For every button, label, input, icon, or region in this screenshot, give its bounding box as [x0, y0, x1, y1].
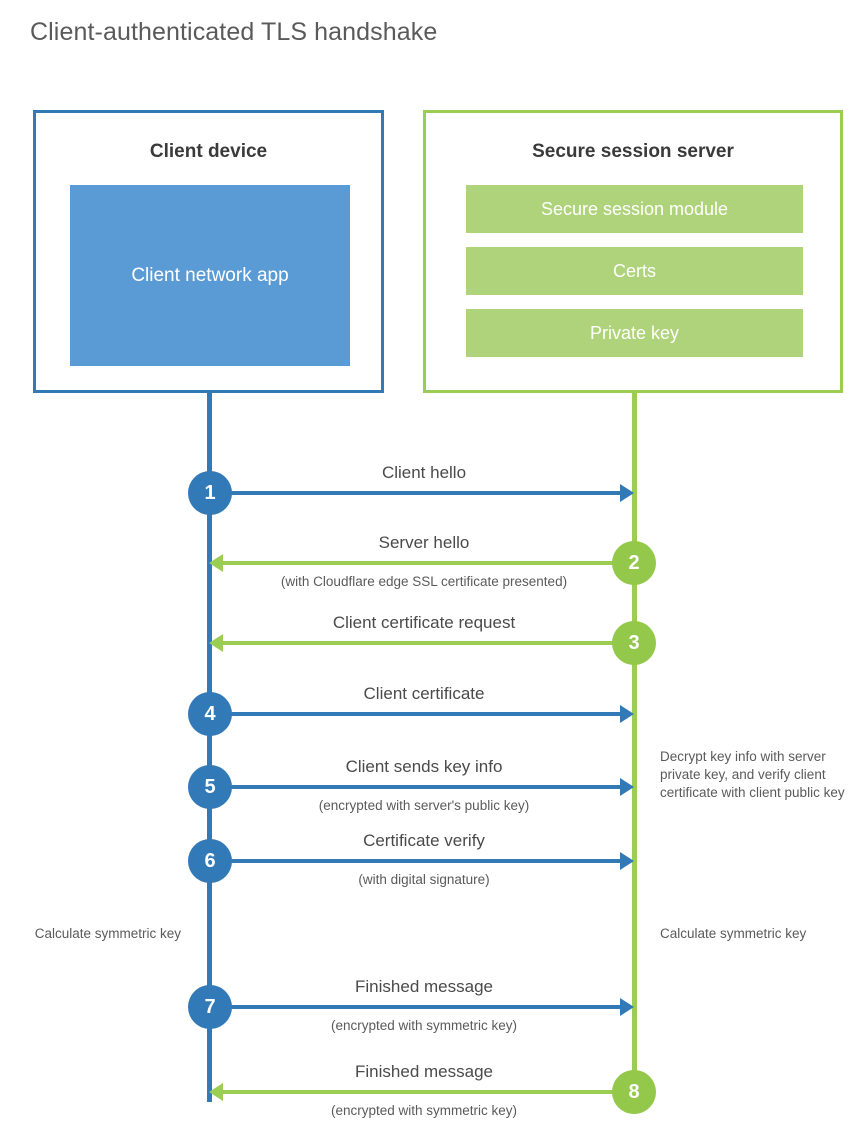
- message-label-4: Client certificate: [363, 684, 485, 703]
- message-label-1: Client hello: [381, 463, 467, 482]
- arrow-line-4: [209, 712, 621, 716]
- arrow-line-2: [222, 561, 634, 565]
- client-device-title: Client device: [149, 141, 268, 162]
- client-device-box: Client device Client network app: [33, 110, 384, 393]
- arrow-head-1: [620, 484, 634, 502]
- message-sublabel-5: (encrypted with server's public key): [318, 798, 530, 813]
- step-badge-6[interactable]: 6: [188, 839, 232, 883]
- arrow-head-4: [620, 705, 634, 723]
- arrow-line-1: [209, 491, 621, 495]
- arrow-line-6: [209, 859, 621, 863]
- message-label-7: Finished message: [355, 977, 493, 996]
- step-badge-8[interactable]: 8: [612, 1070, 656, 1114]
- server-component-list: Secure session module Certs Private key: [466, 185, 803, 371]
- message-label-8: Finished message: [355, 1062, 493, 1081]
- message-sublabel-2: (with Cloudflare edge SSL certificate pr…: [280, 574, 568, 589]
- step-badge-3[interactable]: 3: [612, 621, 656, 665]
- arrow-head-5: [620, 778, 634, 796]
- message-sublabel-8: (encrypted with symmetric key): [330, 1103, 518, 1118]
- secure-session-server-title: Secure session server: [532, 141, 734, 162]
- server-component-certs: Certs: [466, 247, 803, 295]
- message-sublabel-7: (encrypted with symmetric key): [330, 1018, 518, 1033]
- step-badge-4[interactable]: 4: [188, 692, 232, 736]
- client-network-app-block: Client network app: [70, 185, 350, 366]
- step-badge-7[interactable]: 7: [188, 985, 232, 1029]
- message-label-6: Certificate verify: [363, 831, 485, 850]
- annotation-client-calculate-symmetric-key: Calculate symmetric key: [34, 926, 181, 941]
- arrow-head-8: [209, 1083, 223, 1101]
- arrow-head-3: [209, 634, 223, 652]
- annotation-server-decrypt: Decrypt key info with server private key…: [660, 749, 845, 800]
- arrow-head-7: [620, 998, 634, 1016]
- arrow-line-5: [209, 785, 621, 789]
- server-component-private-key: Private key: [466, 309, 803, 357]
- arrow-line-7: [209, 1005, 621, 1009]
- message-label-5: Client sends key info: [345, 757, 503, 776]
- server-component-secure-session-module: Secure session module: [466, 185, 803, 233]
- arrow-head-6: [620, 852, 634, 870]
- arrow-line-3: [222, 641, 634, 645]
- message-sublabel-6: (with digital signature): [358, 872, 490, 887]
- step-badge-2[interactable]: 2: [612, 541, 656, 585]
- step-badge-5[interactable]: 5: [188, 765, 232, 809]
- page-title: Client-authenticated TLS handshake: [30, 18, 438, 46]
- secure-session-server-box: Secure session server Secure session mod…: [423, 110, 843, 393]
- message-label-2: Server hello: [378, 533, 470, 552]
- client-lifeline: [207, 390, 212, 1102]
- arrow-line-8: [222, 1090, 634, 1094]
- annotation-server-calculate-symmetric-key: Calculate symmetric key: [660, 926, 807, 941]
- arrow-head-2: [209, 554, 223, 572]
- step-badge-1[interactable]: 1: [188, 471, 232, 515]
- message-label-3: Client certificate request: [332, 613, 516, 632]
- server-lifeline: [632, 390, 637, 1092]
